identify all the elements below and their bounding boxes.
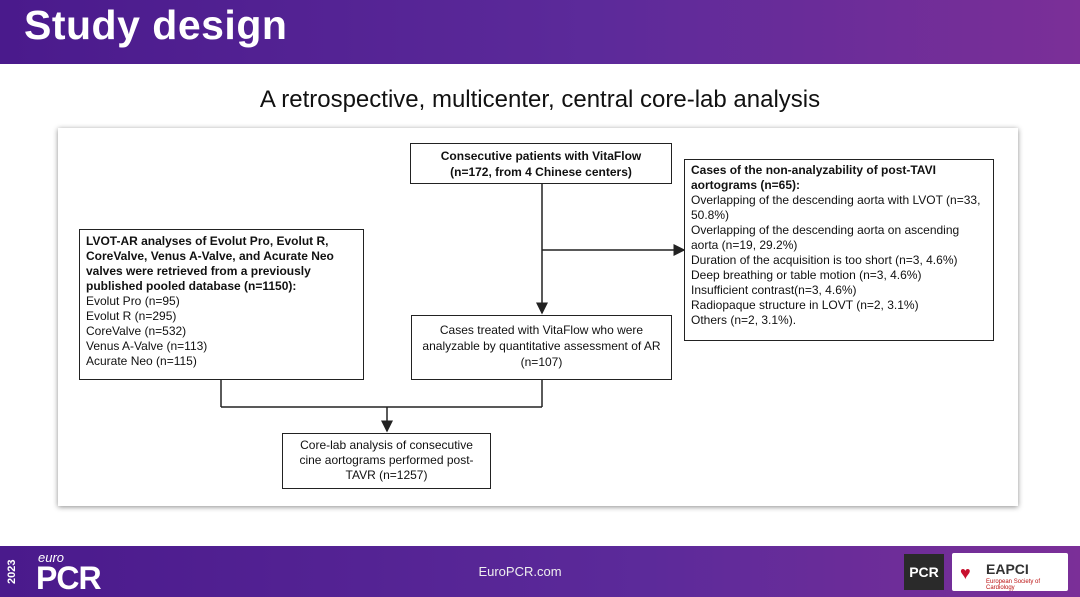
right-box-item: Radiopaque structure in LOVT (n=2, 3.1%) xyxy=(691,298,919,312)
heart-icon: ♥ xyxy=(960,563,971,583)
slide-title: Study design xyxy=(24,2,288,48)
box-vitaflow-analyzable: Cases treated with VitaFlow who were ana… xyxy=(411,315,672,380)
box-lvot-ar-database: LVOT-AR analyses of Evolut Pro, Evolut R… xyxy=(79,229,364,380)
top-box-line2: (n=172, from 4 Chinese centers) xyxy=(450,165,632,179)
middle-box-text: Cases treated with VitaFlow who were ana… xyxy=(422,323,661,369)
box-non-analyzability: Cases of the non-analyzability of post-T… xyxy=(684,159,994,341)
left-box-item: Evolut Pro (n=95) xyxy=(86,294,180,308)
eapci-logo: ♥ EAPCI European Society of Cardiology xyxy=(952,553,1068,591)
right-box-heading: Cases of the non-analyzability of post-T… xyxy=(691,163,936,192)
pcr-logo: PCR xyxy=(904,554,944,590)
right-box-item: Overlapping of the descending aorta on a… xyxy=(691,223,960,252)
box-consecutive-patients: Consecutive patients with VitaFlow (n=17… xyxy=(410,143,672,184)
right-box-item: Insufficient contrast(n=3, 4.6%) xyxy=(691,283,857,297)
footer-euro: euro xyxy=(38,550,65,565)
left-box-heading: LVOT-AR analyses of Evolut Pro, Evolut R… xyxy=(86,234,334,293)
slide-subtitle: A retrospective, multicenter, central co… xyxy=(259,86,821,113)
left-box-item: Acurate Neo (n=115) xyxy=(86,354,197,368)
footer-brand: PCR xyxy=(36,560,102,596)
left-box-item: CoreValve (n=532) xyxy=(86,324,187,338)
box-core-lab-analysis: Core-lab analysis of consecutive cine ao… xyxy=(282,433,491,489)
header-bar: Study design xyxy=(0,0,1080,64)
right-box-item: Duration of the acquisition is too short… xyxy=(691,253,958,267)
bottom-box-text: Core-lab analysis of consecutive cine ao… xyxy=(299,438,474,482)
right-box-item: Others (n=2, 3.1%). xyxy=(691,313,797,327)
right-box-item: Deep breathing or table motion (n=3, 4.6… xyxy=(691,268,922,282)
right-box-item: Overlapping of the descending aorta with… xyxy=(691,193,981,222)
eapci-name: EAPCI xyxy=(986,561,1029,577)
footer-bar: 2023 euro PCR EuroPCR.com xyxy=(0,546,1080,597)
top-box-line1: Consecutive patients with VitaFlow xyxy=(440,149,642,163)
left-box-item: Evolut R (n=295) xyxy=(86,309,177,323)
footer-url-link[interactable]: EuroPCR.com xyxy=(478,564,562,579)
left-box-item: Venus A-Valve (n=113) xyxy=(86,339,208,353)
eapci-tagline: European Society of Cardiology xyxy=(986,579,1041,591)
